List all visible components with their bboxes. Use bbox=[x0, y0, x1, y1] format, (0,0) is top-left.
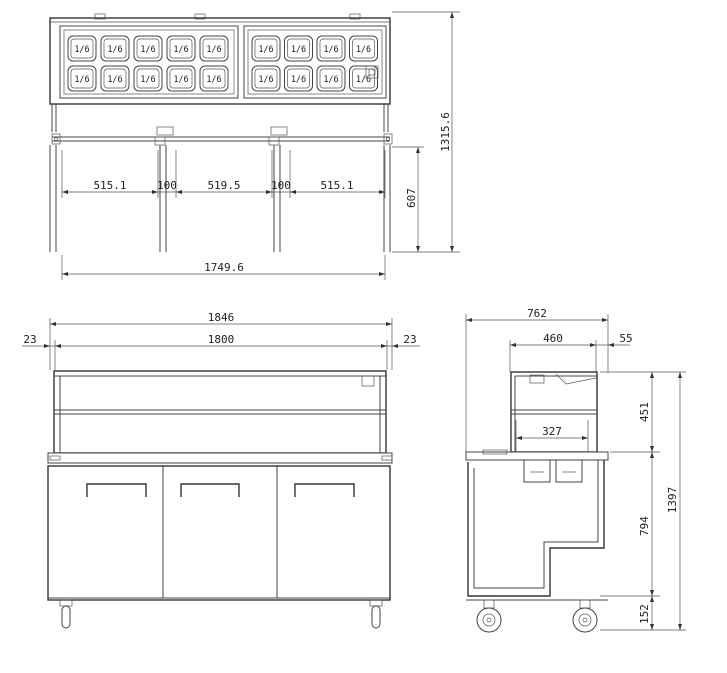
pan-label: 1/6 bbox=[173, 75, 188, 85]
top-view-hood-outline bbox=[49, 17, 391, 105]
pan-left-1-3: 1/6 bbox=[133, 35, 163, 62]
dim-top-width: 460 bbox=[543, 332, 563, 345]
pan-label: 1/6 bbox=[258, 75, 273, 85]
pan-label: 1/6 bbox=[206, 45, 221, 55]
door-3[interactable] bbox=[294, 483, 355, 497]
dim-outer-width: 1846 bbox=[208, 311, 235, 324]
dim-inner-width: 1800 bbox=[208, 333, 235, 346]
pan-label: 1/6 bbox=[74, 45, 89, 55]
dim-section-1: 515.1 bbox=[93, 179, 126, 192]
pan-left-1-5: 1/6 bbox=[199, 35, 229, 62]
pan-label: 1/6 bbox=[140, 45, 155, 55]
pan-label: 1/6 bbox=[140, 75, 155, 85]
pan-left-2-1: 1/6 bbox=[67, 65, 97, 92]
side-view: 762 460 55 327 bbox=[465, 307, 686, 633]
pan-label: 1/6 bbox=[74, 75, 89, 85]
dim-overhang: 55 bbox=[619, 332, 632, 345]
pan-label: 1/6 bbox=[173, 45, 188, 55]
dim-overall-depth: 1315.6 bbox=[439, 112, 452, 152]
dim-depth: 762 bbox=[527, 307, 547, 320]
top-view: 1/6 1/6 1/6 1/6 1/6 1/6 1/6 1/6 1/6 1/6 1/6 1/6 1/6 1… bbox=[49, 11, 460, 280]
control-switch bbox=[365, 65, 379, 79]
height-dimensions: 451 794 152 1397 bbox=[600, 371, 686, 631]
pan-right-1-3: 1/6 bbox=[316, 35, 346, 62]
dim-right-offset: 23 bbox=[403, 333, 416, 346]
pan-left-1-2: 1/6 bbox=[100, 35, 130, 62]
side-casters bbox=[476, 599, 598, 633]
dim-total-height: 1397 bbox=[666, 487, 679, 514]
dim-post-1: 100 bbox=[157, 179, 177, 192]
pan-label: 1/6 bbox=[356, 45, 371, 55]
dim-section-2: 519.5 bbox=[207, 179, 240, 192]
pan-left-2-3: 1/6 bbox=[133, 65, 163, 92]
pan-right-2-1: 1/6 bbox=[251, 65, 281, 92]
door-1-handle[interactable] bbox=[86, 483, 147, 497]
right-well bbox=[243, 25, 387, 99]
dim-leg-depth: 607 bbox=[405, 188, 418, 208]
pan-label: 1/6 bbox=[206, 75, 221, 85]
door-3-handle[interactable] bbox=[294, 483, 355, 497]
pan-left-2-5: 1/6 bbox=[199, 65, 229, 92]
pan-left-1-1: 1/6 bbox=[67, 35, 97, 62]
pan-label: 1/6 bbox=[323, 75, 338, 85]
pan-label: 1/6 bbox=[291, 75, 306, 85]
dim-caster-height: 152 bbox=[638, 604, 651, 624]
door-2[interactable] bbox=[180, 483, 240, 497]
pan-label: 1/6 bbox=[356, 75, 371, 85]
pan-right-1-1: 1/6 bbox=[251, 35, 281, 62]
pan-right-1-2: 1/6 bbox=[284, 35, 313, 62]
pan-left-2-2: 1/6 bbox=[100, 65, 130, 92]
dim-overall-width: 1749.6 bbox=[204, 261, 244, 274]
pan-right-1-4: 1/6 bbox=[349, 35, 378, 62]
door-1[interactable] bbox=[86, 483, 147, 497]
left-well bbox=[59, 25, 239, 99]
dim-section-3: 515.1 bbox=[320, 179, 353, 192]
front-casters bbox=[59, 599, 383, 629]
dim-counter-height: 794 bbox=[638, 516, 651, 536]
pan-right-2-3: 1/6 bbox=[316, 65, 346, 92]
segment-dimensions: 515.1 100 519.5 100 515.1 bbox=[61, 150, 386, 198]
dim-left-offset: 23 bbox=[23, 333, 36, 346]
dim-hood-height: 451 bbox=[638, 402, 651, 422]
pan-label: 1/6 bbox=[291, 45, 306, 55]
pan-grid: 1/6 1/6 1/6 1/6 1/6 1/6 1/6 1/6 1/6 1/6 1/6 1/6 1/6 1… bbox=[67, 35, 378, 92]
overall-width-dimension: 1749.6 bbox=[61, 255, 386, 280]
front-view: 1846 1800 23 23 bbox=[22, 311, 420, 629]
pan-right-2-4: 1/6 bbox=[349, 65, 378, 92]
dim-pan-width: 327 bbox=[542, 425, 562, 438]
side-hood bbox=[510, 371, 598, 453]
pan-left-1-4: 1/6 bbox=[166, 35, 196, 62]
pan-right-2-2: 1/6 bbox=[284, 65, 313, 92]
cabinet-body bbox=[47, 465, 391, 601]
side-cabinet bbox=[467, 460, 605, 597]
depth-dimensions: 1315.6 607 bbox=[392, 11, 460, 253]
dim-post-2: 100 bbox=[271, 179, 291, 192]
pan-label: 1/6 bbox=[323, 45, 338, 55]
pan-left-2-4: 1/6 bbox=[166, 65, 196, 92]
pan-label: 1/6 bbox=[107, 45, 122, 55]
pan-label: 1/6 bbox=[107, 75, 122, 85]
door-2-handle[interactable] bbox=[180, 483, 240, 497]
front-hood bbox=[53, 370, 387, 454]
pan-label: 1/6 bbox=[258, 45, 273, 55]
